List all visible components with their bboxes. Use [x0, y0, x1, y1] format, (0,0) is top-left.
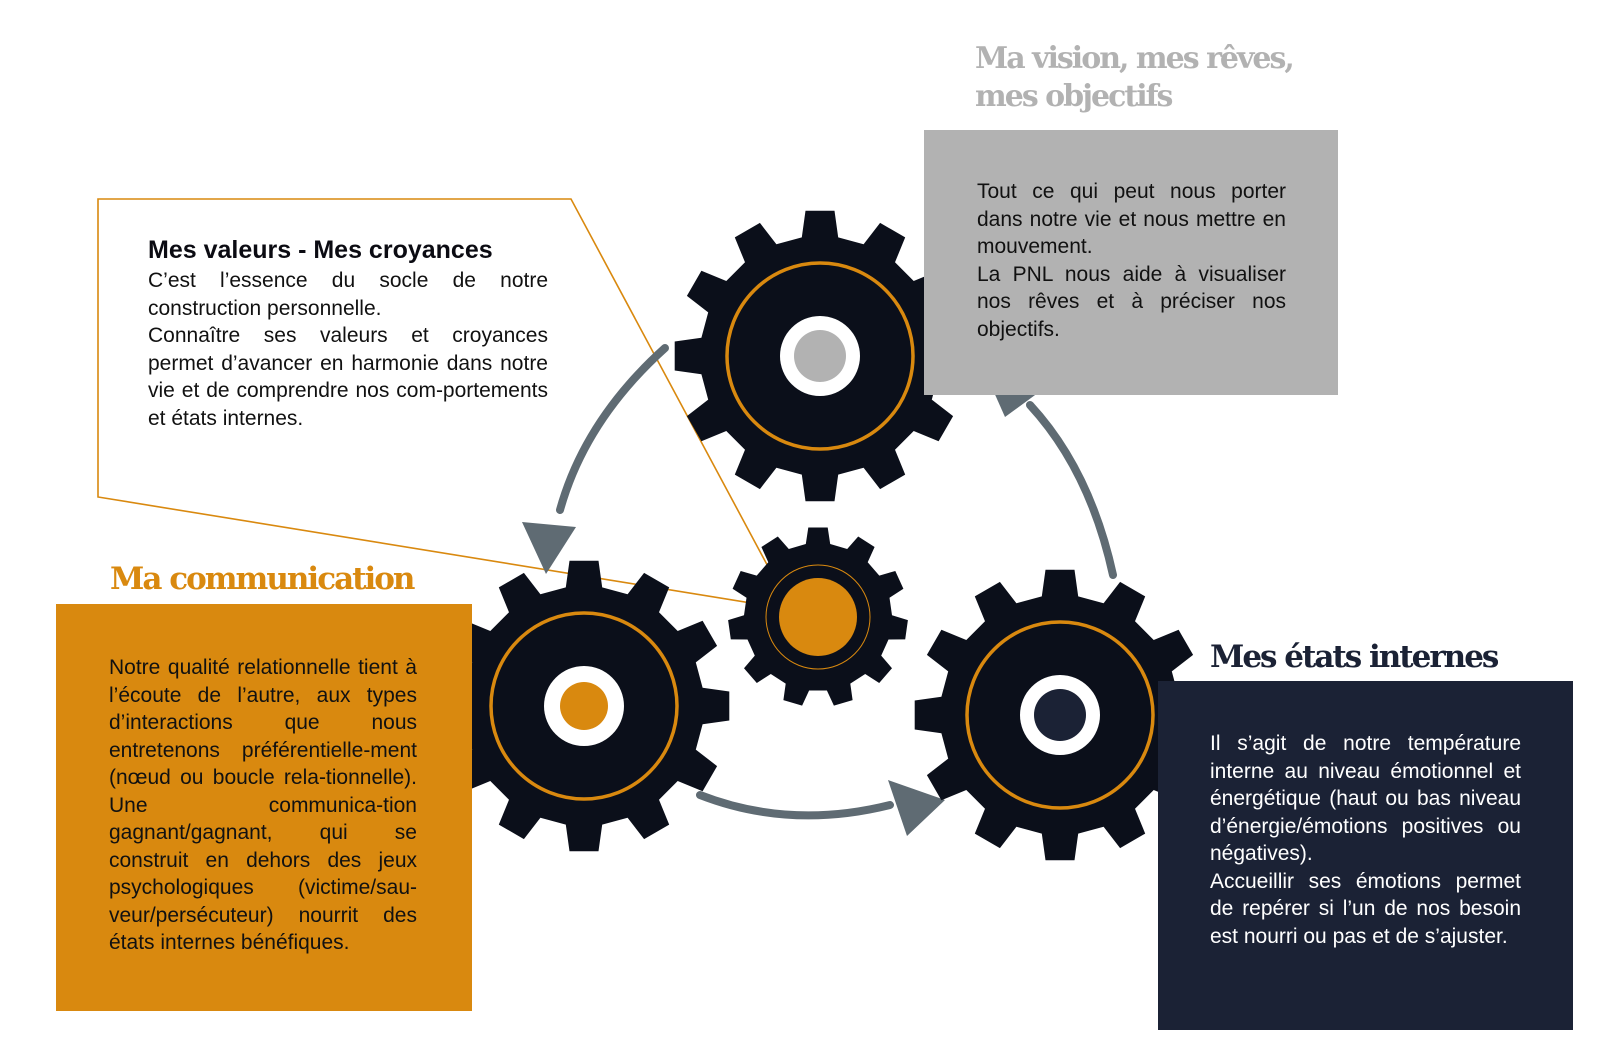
values-callout-outline	[97, 198, 795, 616]
communication-title: Ma communication	[110, 561, 415, 597]
gear-vision	[674, 210, 966, 502]
vision-title: Ma vision, mes rêves, mes objectifs	[975, 40, 1295, 115]
gear-communication-ring	[489, 611, 679, 801]
vision-title-line1: Ma vision, mes rêves,	[975, 41, 1295, 76]
vision-title-line2: mes objectifs	[975, 78, 1173, 114]
gear-valeurs	[728, 527, 908, 706]
values-text: C’est l’essence du socle de notre constr…	[148, 269, 548, 320]
arrow-communication-to-etats-shaft	[696, 791, 894, 820]
values-box: Mes valeurs - Mes croyances C’est l’esse…	[148, 236, 548, 432]
vision-text: Tout ce qui peut nous porter dans notre …	[977, 180, 1286, 258]
etats-box: Il s’agit de notre température interne a…	[1158, 681, 1573, 1030]
arrow-etats-to-vision	[985, 372, 1117, 579]
arrow-vision-to-communication-head	[522, 522, 576, 574]
gears-group	[438, 210, 1206, 861]
gear-vision-hub	[794, 330, 846, 382]
communication-text: Notre qualité relationnelle tient à l’éc…	[109, 656, 417, 954]
gear-communication	[438, 560, 730, 852]
gear-etats-ring	[965, 620, 1155, 810]
vision-text-2: La PNL nous aide à visualiser nos rêves …	[977, 262, 1286, 341]
arrow-communication-to-etats	[696, 780, 945, 836]
values-title: Mes valeurs - Mes croyances	[148, 236, 493, 264]
gear-etats	[914, 569, 1206, 861]
gear-communication-hub	[560, 682, 608, 730]
arrow-vision-to-communication-shaft	[556, 344, 669, 514]
arrow-etats-to-vision-shaft	[1026, 401, 1117, 579]
gear-valeurs-ring	[765, 564, 871, 670]
etats-title: Mes états internes	[1210, 639, 1499, 675]
values-text-2: Connaître ses valeurs et croyances perme…	[148, 324, 548, 430]
arrow-communication-to-etats-head	[888, 780, 945, 836]
gear-vision-ring	[725, 261, 915, 451]
vision-box: Tout ce qui peut nous porter dans notre …	[924, 130, 1338, 395]
etats-text-2: Accueillir ses émotions permet de repére…	[1210, 869, 1521, 948]
gear-etats-hub	[1034, 689, 1086, 741]
etats-text: Il s’agit de notre température interne a…	[1210, 732, 1521, 865]
communication-box: Notre qualité relationnelle tient à l’éc…	[56, 604, 472, 1011]
gear-valeurs-hub	[779, 578, 857, 656]
arrow-vision-to-communication	[522, 344, 669, 574]
